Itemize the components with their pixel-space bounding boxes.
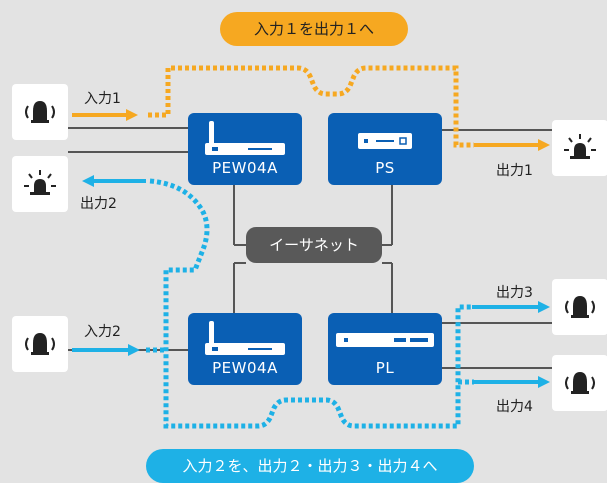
output1-beacon-card [552,120,607,176]
alarm-bell-icon [25,101,55,123]
device-unit-icon [205,321,285,355]
label-input1: 入力1 [84,91,121,107]
arrow-in2 [72,344,140,356]
device-ps: PS [328,113,442,185]
output3-alarm-card [552,279,607,335]
alarm-bell-icon [565,296,595,318]
device-label: PL [375,359,395,377]
arrow-out3 [472,301,550,313]
input2-alarm-card [12,316,68,372]
device-unit-icon [205,121,285,155]
label-output1: 出力1 [496,163,533,179]
beacon-light-icon [564,134,596,159]
device-label: PEW04A [212,159,278,177]
device-pl: PL [328,313,442,385]
device-pew04a-bottom: PEW04A [188,313,302,385]
banner-input2-to-outputs: 入力２を、出力２・出力３・出力４へ [146,449,474,483]
output4-alarm-card [552,355,607,411]
label-output3: 出力3 [496,285,533,301]
arrow-out4 [474,376,550,388]
banner-input1-to-output1: 入力１を出力１へ [220,12,408,46]
output2-beacon-card [12,156,68,212]
device-label: PEW04A [212,359,278,377]
arrow-in1 [72,109,138,121]
flow-path-orange [148,65,474,148]
beacon-light-icon [24,170,56,195]
device-unit-icon [358,133,412,149]
arrow-out2 [82,175,146,187]
ethernet-hub: イーサネット [246,227,382,263]
arrow-out1 [474,139,550,151]
alarm-bell-icon [25,333,55,355]
label-input2: 入力2 [84,324,121,340]
label-output4: 出力4 [496,399,533,415]
device-label: PS [375,159,395,177]
device-unit-icon [336,333,434,347]
alarm-bell-icon [565,372,595,394]
input1-alarm-card [12,84,68,140]
label-output2: 出力2 [80,196,117,212]
device-pew04a-top: PEW04A [188,113,302,185]
flow-path-blue [149,178,472,429]
